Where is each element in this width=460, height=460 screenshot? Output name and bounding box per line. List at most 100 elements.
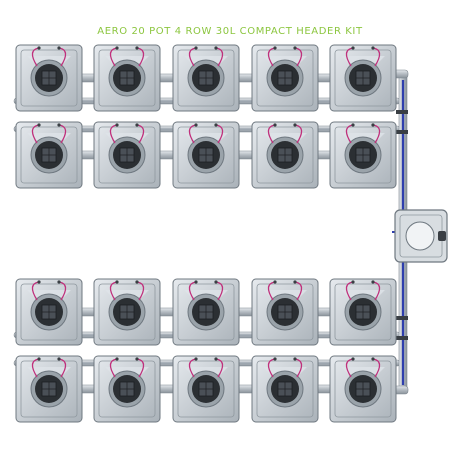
drip-emitter [214,123,218,127]
drip-emitter [115,280,119,284]
hose-clip [396,336,408,340]
drip-emitter [351,123,355,127]
drip-tube [345,47,354,67]
pot-rim [334,283,392,341]
drip-emitter [351,357,355,361]
drip-tube [188,358,197,378]
pot-rim [334,360,392,418]
pot [329,278,397,346]
pot-rim [256,283,314,341]
pot-rim [334,49,392,107]
drip-emitter [293,280,297,284]
pot [329,355,397,423]
drip-tube [372,281,381,301]
pot [172,355,240,423]
pot-rim [334,126,392,184]
drip-tube [372,358,381,378]
drip-tube [345,358,354,378]
drip-emitter [37,357,41,361]
drip-tube [109,124,118,144]
pot [251,121,319,189]
hose-clip [396,110,408,114]
drip-tube [372,47,381,67]
pot [15,278,83,346]
drip-emitter [115,123,119,127]
drip-tube [267,124,276,144]
pot-rim [98,360,156,418]
tank-outlet [438,231,446,241]
pot [15,355,83,423]
drip-tube [58,281,67,301]
pot [172,278,240,346]
drip-tube [294,47,303,67]
drip-emitter [273,46,277,50]
drip-emitter [273,357,277,361]
pot [251,44,319,112]
pot-connector-pipe [236,307,255,317]
drip-tube [109,358,118,378]
drip-tube [267,47,276,67]
pot-rim [98,126,156,184]
pot-connector-pipe [157,73,176,83]
pot-connector-pipe [236,384,255,394]
drip-tube [188,124,197,144]
pots-layer [15,44,397,423]
drip-emitter [371,46,375,50]
pot-connector-pipe [236,73,255,83]
drip-tube [345,124,354,144]
drip-emitter [371,357,375,361]
drip-tube [136,124,145,144]
pot [93,355,161,423]
pot-rim [177,360,235,418]
pot [93,121,161,189]
pot-rim [256,360,314,418]
drip-emitter [214,280,218,284]
drip-emitter [351,280,355,284]
pot-rim [98,49,156,107]
pot [251,278,319,346]
drip-emitter [273,280,277,284]
drip-tube [294,281,303,301]
pot-rim [20,49,78,107]
drip-tube [58,124,67,144]
drip-tube [372,124,381,144]
pot [172,121,240,189]
pot [329,44,397,112]
drip-emitter [214,357,218,361]
drip-tube [31,281,40,301]
tank-layer [394,209,448,263]
drip-emitter [115,357,119,361]
drip-emitter [194,357,198,361]
drip-emitter [57,280,61,284]
drip-emitter [371,123,375,127]
pot-connector-pipe [236,150,255,160]
header-tank [394,209,448,263]
pot [15,121,83,189]
drip-emitter [371,280,375,284]
drip-tube [109,281,118,301]
drip-tube [109,47,118,67]
drip-emitter [115,46,119,50]
drip-tube [136,47,145,67]
drip-emitter [135,357,139,361]
drip-emitter [273,123,277,127]
drip-emitter [57,357,61,361]
drip-tube [136,358,145,378]
tank-lid [405,221,435,251]
drip-tube [58,358,67,378]
pot-rim [98,283,156,341]
drip-emitter [293,123,297,127]
diagram-title: AERO 20 POT 4 ROW 30L COMPACT HEADER KIT [97,26,363,37]
drip-tube [31,124,40,144]
drip-tube [267,281,276,301]
pot-connector-pipe [157,384,176,394]
drip-emitter [57,123,61,127]
pot-rim [20,126,78,184]
drip-tube [188,281,197,301]
drip-emitter [194,46,198,50]
pot [329,121,397,189]
pot [251,355,319,423]
drip-tube [215,281,224,301]
drip-emitter [194,123,198,127]
drip-tube [267,358,276,378]
